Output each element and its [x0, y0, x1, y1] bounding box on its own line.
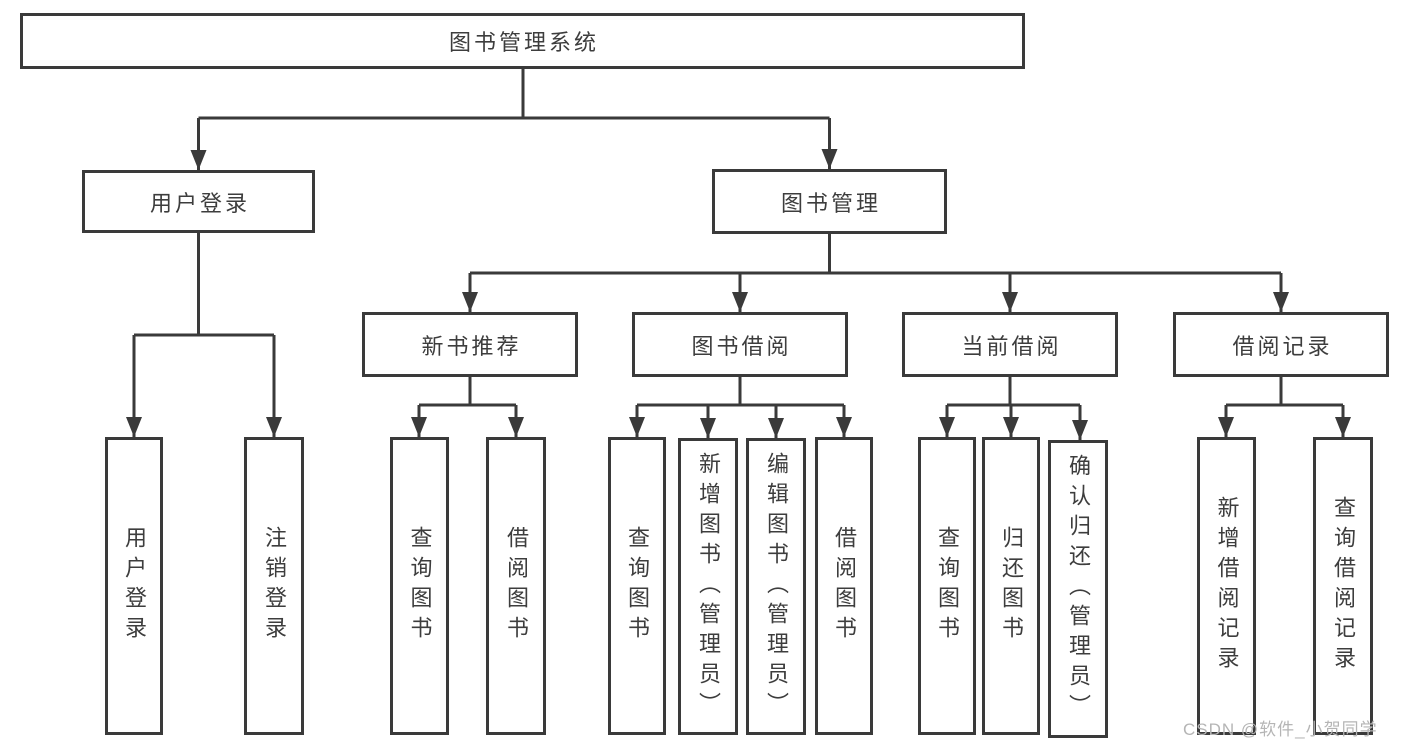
node-book-management-label: 图书管理	[780, 190, 881, 216]
node-root: 图书管理系统	[20, 13, 1025, 69]
leaf-query-books-current-label: 查询图书	[935, 526, 960, 646]
node-new-book-recommend: 新书推荐	[362, 312, 578, 377]
leaf-add-book-admin-label: 新增图书（管理员）	[696, 451, 721, 722]
leaf-query-books-borrow-label: 查询图书	[625, 526, 650, 646]
node-user-login: 用户登录	[82, 170, 315, 233]
leaf-return-book: 归还图书	[982, 437, 1040, 735]
leaf-return-book-label: 归还图书	[999, 526, 1024, 646]
node-root-label: 图书管理系统	[448, 30, 599, 55]
node-current-borrow: 当前借阅	[902, 312, 1118, 377]
leaf-edit-book-admin: 编辑图书（管理员）	[746, 438, 806, 735]
node-new-book-recommend-label: 新书推荐	[421, 333, 522, 359]
leaf-borrow-books-recommend-label: 借阅图书	[504, 526, 529, 646]
leaf-borrow-books-label: 借阅图书	[832, 526, 857, 646]
leaf-query-borrow-record-label: 查询借阅记录	[1331, 496, 1356, 676]
leaf-add-borrow-record: 新增借阅记录	[1197, 437, 1256, 735]
leaf-logout-label: 注销登录	[262, 526, 287, 646]
node-borrow-records: 借阅记录	[1173, 312, 1389, 377]
leaf-add-borrow-record-label: 新增借阅记录	[1214, 496, 1240, 676]
leaf-query-books-recommend-label: 查询图书	[407, 526, 433, 646]
leaf-query-books-borrow: 查询图书	[608, 437, 666, 735]
leaf-user-login: 用户登录	[105, 437, 163, 735]
leaf-user-login-label: 用户登录	[122, 526, 147, 646]
node-book-management: 图书管理	[712, 169, 947, 234]
leaf-logout: 注销登录	[244, 437, 304, 735]
leaf-borrow-books: 借阅图书	[815, 437, 873, 735]
leaf-query-books-recommend: 查询图书	[390, 437, 449, 735]
leaf-query-books-current: 查询图书	[918, 437, 976, 735]
leaf-confirm-return-admin-label: 确认归还（管理员）	[1066, 454, 1091, 724]
leaf-add-book-admin: 新增图书（管理员）	[678, 438, 738, 735]
node-book-borrow-label: 图书借阅	[691, 333, 792, 359]
node-borrow-records-label: 借阅记录	[1232, 333, 1333, 359]
node-user-login-label: 用户登录	[149, 190, 250, 216]
node-current-borrow-label: 当前借阅	[961, 333, 1062, 359]
watermark: CSDN @软件_小贺同学	[1183, 720, 1378, 739]
leaf-confirm-return-admin: 确认归还（管理员）	[1048, 440, 1108, 738]
leaf-borrow-books-recommend: 借阅图书	[486, 437, 546, 735]
leaf-edit-book-admin-label: 编辑图书（管理员）	[764, 451, 789, 722]
node-book-borrow: 图书借阅	[632, 312, 848, 377]
leaf-query-borrow-record: 查询借阅记录	[1313, 437, 1373, 735]
